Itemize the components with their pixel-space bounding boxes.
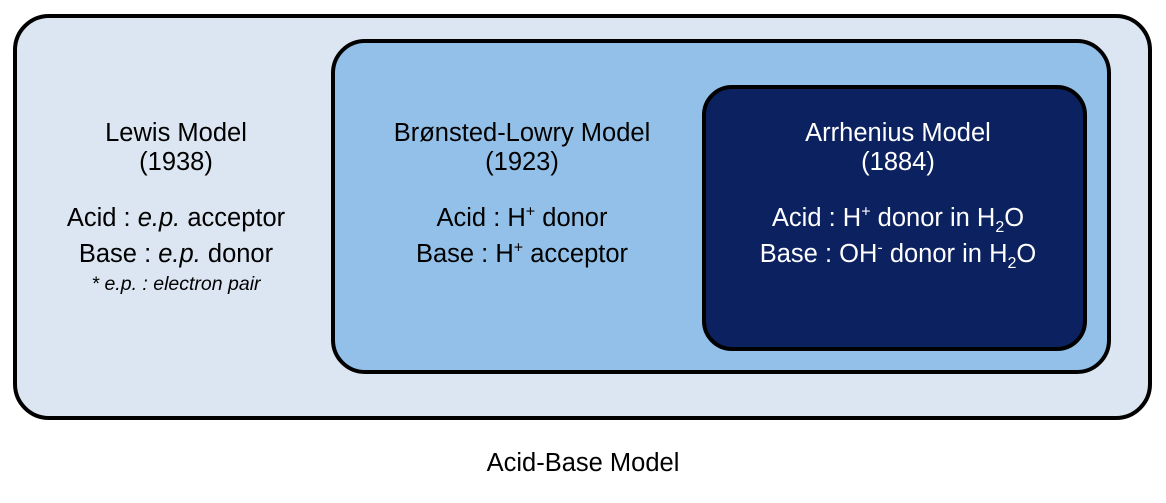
base-charge: -: [877, 238, 883, 257]
acid-charge: +: [525, 202, 536, 221]
acid-species: H: [507, 204, 526, 233]
acid-role: donor: [542, 204, 608, 233]
model-definitions-bronsted-lowry: Acid : H+ donor Base : H+ acceptor: [381, 204, 663, 268]
model-year-lewis: (1938): [139, 147, 213, 176]
base-definition-bronsted-lowry: Base : H+ acceptor: [381, 238, 663, 269]
acid-solvent-o: O: [1004, 204, 1025, 233]
base-solvent-o: O: [1016, 239, 1037, 268]
model-year-arrhenius: (1884): [861, 147, 935, 176]
acid-solvent-subscript: 2: [995, 218, 1005, 237]
model-title-bronsted-lowry: Brønsted-Lowry Model: [393, 119, 651, 147]
diagram-caption: Acid-Base Model: [486, 449, 680, 477]
model-title-arrhenius: Arrhenius Model: [805, 119, 991, 147]
base-label: Base :: [415, 239, 489, 268]
base-role: donor in: [889, 239, 982, 268]
model-column-lewis: Lewis Model (1938) Acid : e.p. acceptor …: [35, 119, 317, 296]
acid-definition-lewis: Acid : e.p. acceptor: [35, 204, 317, 233]
acid-definition-arrhenius: Acid : H+ donor in H2O: [757, 202, 1039, 236]
base-charge: +: [513, 238, 524, 257]
base-role: acceptor: [530, 239, 629, 268]
acid-role: donor in: [877, 204, 970, 233]
base-species: OH: [839, 239, 878, 268]
acid-definition-bronsted-lowry: Acid : H+ donor: [381, 204, 663, 233]
acid-label: Acid :: [436, 204, 501, 233]
base-role: donor: [207, 239, 274, 268]
model-definitions-arrhenius: Acid : H+ donor in H2O Base : OH- donor …: [757, 202, 1039, 271]
arrhenius-model-region: [702, 85, 1087, 351]
model-title-lewis: Lewis Model: [105, 119, 247, 147]
base-species: e.p.: [158, 239, 201, 268]
base-solvent-subscript: 2: [1007, 253, 1017, 272]
base-solvent-h: H: [989, 239, 1008, 268]
acid-solvent-h: H: [976, 204, 996, 233]
footnote-electron-pair: * e.p. : electron pair: [91, 273, 261, 296]
acid-role: acceptor: [187, 204, 286, 233]
model-column-bronsted-lowry: Brønsted-Lowry Model (1923) Acid : H+ do…: [381, 119, 663, 275]
base-species: H: [495, 239, 514, 268]
acid-charge: +: [861, 202, 871, 221]
acid-label: Acid :: [66, 204, 131, 233]
acid-label: Acid :: [771, 204, 836, 233]
model-definitions-lewis: Acid : e.p. acceptor Base : e.p. donor *…: [35, 204, 317, 296]
base-definition-lewis: Base : e.p. donor: [35, 240, 317, 269]
base-solvent: H2O: [989, 239, 1037, 271]
base-label: Base :: [78, 239, 152, 268]
acid-species: H: [842, 204, 862, 233]
base-definition-arrhenius: Base : OH- donor in H2O: [757, 238, 1039, 271]
acid-species: e.p.: [137, 204, 181, 233]
model-column-arrhenius: Arrhenius Model (1884) Acid : H+ donor i…: [757, 119, 1039, 275]
model-year-bronsted-lowry: (1923): [485, 147, 559, 176]
base-label: Base :: [759, 239, 833, 268]
acid-solvent: H2O: [976, 204, 1025, 235]
